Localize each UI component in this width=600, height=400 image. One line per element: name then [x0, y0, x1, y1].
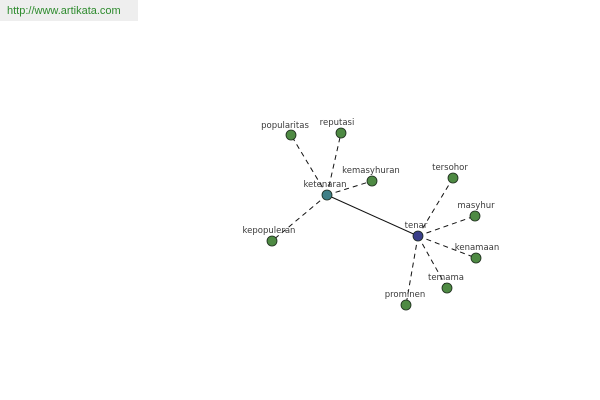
node-reputasi[interactable] [335, 127, 347, 139]
node-masyhur[interactable] [469, 210, 481, 222]
edge-tenar-masyhur [417, 215, 476, 237]
node-tersohor[interactable] [447, 172, 459, 184]
edge-ketenaran-reputasi [326, 132, 342, 196]
node-prominen[interactable] [400, 299, 412, 311]
edge-tenar-kenamaan [417, 235, 477, 259]
label-tenar[interactable]: tenar [405, 221, 428, 231]
node-ketenaran[interactable] [321, 189, 333, 201]
label-kepopuleran[interactable]: kepopuleran [243, 226, 296, 236]
edges-layer [271, 132, 477, 306]
source-url-banner[interactable]: http://www.artikata.com [0, 0, 138, 21]
node-popularitas[interactable] [285, 129, 297, 141]
node-kemasyhuran[interactable] [366, 175, 378, 187]
label-kenamaan[interactable]: kenamaan [455, 243, 500, 253]
node-kepopuleran[interactable] [266, 235, 278, 247]
node-tenar[interactable] [412, 230, 424, 242]
label-tersohor[interactable]: tersohor [432, 163, 468, 173]
edge-ketenaran-tenar [326, 194, 419, 237]
label-reputasi[interactable]: reputasi [320, 118, 355, 128]
label-ketenaran[interactable]: ketenaran [303, 180, 346, 190]
edge-tenar-ternama [417, 235, 448, 289]
label-prominen[interactable]: prominen [385, 290, 426, 300]
nodes-layer [266, 127, 482, 311]
edge-tenar-prominen [405, 235, 419, 306]
node-kenamaan[interactable] [470, 252, 482, 264]
edge-ketenaran-kemasyhuran [326, 180, 373, 196]
edge-tenar-tersohor [417, 177, 454, 237]
label-popularitas[interactable]: popularitas [261, 121, 309, 131]
label-ternama[interactable]: ternama [428, 273, 464, 283]
label-kemasyhuran[interactable]: kemasyhuran [342, 166, 400, 176]
edge-ketenaran-kepopuleran [271, 194, 328, 242]
labels-layer: popularitas reputasi kemasyhuran kepopulera… [243, 118, 500, 300]
node-ternama[interactable] [441, 282, 453, 294]
label-masyhur[interactable]: masyhur [457, 201, 495, 211]
edge-ketenaran-popularitas [290, 134, 328, 196]
